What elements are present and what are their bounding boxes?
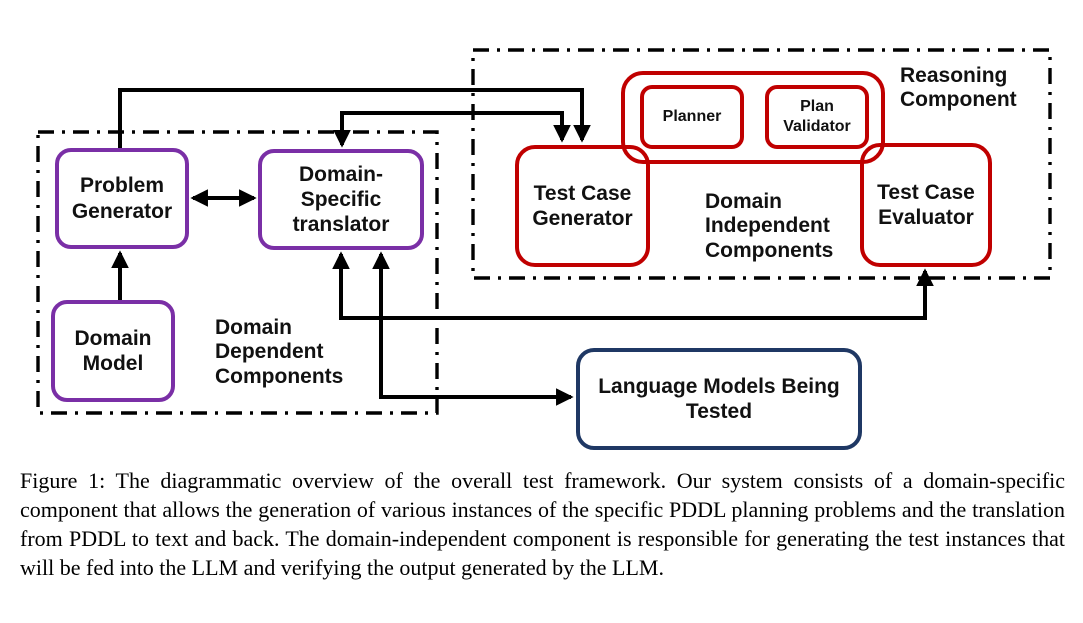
arrow-translator-test-case-evaluator xyxy=(332,251,934,320)
arrow-problem-generator-to-test-case-generator xyxy=(118,88,591,150)
language-models-box: Language Models Being Tested xyxy=(576,348,862,450)
domain-specific-translator-label: Domain- Specific translator xyxy=(292,162,390,237)
plan-validator-box: Plan Validator xyxy=(765,85,869,149)
domain-model-label: Domain Model xyxy=(74,326,152,375)
arrow-translator-test-case-generator xyxy=(333,111,571,148)
plan-validator-label: Plan Validator xyxy=(783,98,851,135)
arrow-translator-language-models xyxy=(372,251,574,406)
planner-validator-container xyxy=(621,71,885,164)
reasoning-component-label: Reasoning Component xyxy=(900,64,1017,112)
figure-caption: Figure 1: The diagrammatic overview of t… xyxy=(20,468,1065,580)
framework-diagram: Problem Generator Domain- Specific trans… xyxy=(36,48,1052,450)
test-case-evaluator-box: Test Case Evaluator xyxy=(860,143,992,267)
planner-label: Planner xyxy=(662,108,722,125)
problem-generator-box: Problem Generator xyxy=(55,148,189,249)
planner-box: Planner xyxy=(640,85,744,149)
problem-generator-label: Problem Generator xyxy=(71,174,173,223)
diagram-wires-layer xyxy=(36,48,1052,415)
test-case-generator-label: Test Case Generator xyxy=(532,181,633,230)
test-case-generator-box: Test Case Generator xyxy=(515,145,650,267)
domain-independent-components-label: Domain Independent Components xyxy=(705,190,834,262)
test-case-evaluator-label: Test Case Evaluator xyxy=(877,180,975,229)
domain-model-box: Domain Model xyxy=(51,300,175,402)
domain-dependent-components-label: Domain Dependent Components xyxy=(215,316,344,388)
language-models-label: Language Models Being Tested xyxy=(598,374,840,423)
domain-specific-translator-box: Domain- Specific translator xyxy=(258,149,424,250)
